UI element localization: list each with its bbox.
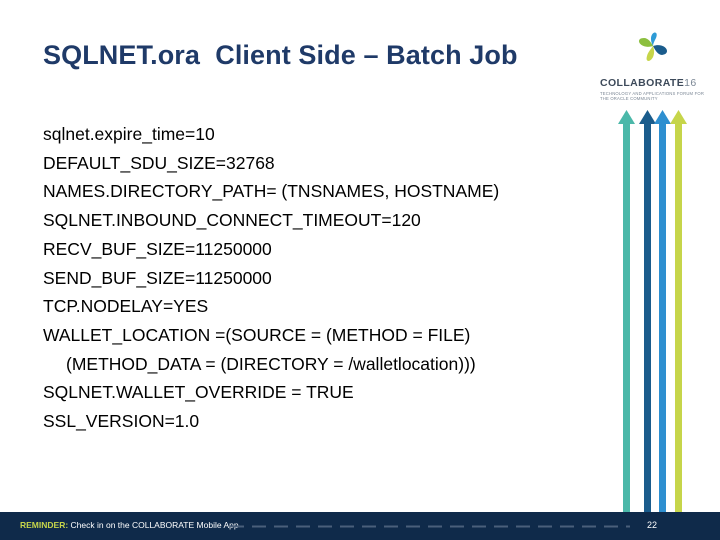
page-number: 22 (647, 520, 658, 530)
decorative-arrows (618, 110, 687, 512)
footer-bar: REMINDER: Check in on the COLLABORATE Mo… (0, 512, 720, 540)
arrow-up-icon (618, 110, 635, 512)
collaborate-logo-icon (630, 24, 676, 70)
arrow-up-icon (639, 110, 656, 512)
arrow-up-icon (654, 110, 671, 512)
config-line: SQLNET.WALLET_OVERRIDE = TRUE (43, 382, 354, 403)
config-line: RECV_BUF_SIZE=11250000 (43, 238, 272, 259)
logo-number: 16 (684, 77, 697, 89)
config-line: sqlnet.expire_time=10 (43, 124, 215, 144)
footer-reminder: REMINDER: Check in on the COLLABORATE Mo… (20, 520, 239, 530)
config-line: SQLNET.INBOUND_CONNECT_TIMEOUT=120 (43, 210, 421, 231)
logo-name: COLLABORATE (600, 77, 685, 89)
config-line: NAMES.DIRECTORY_PATH= (TNSNAMES, HOSTNAM… (43, 181, 500, 202)
reminder-label: REMINDER: (20, 520, 69, 530)
footer-dash-line (230, 525, 630, 528)
logo-wordmark: COLLABORATE16 (600, 77, 712, 89)
config-line: WALLET_LOCATION =(SOURCE = (METHOD = FIL… (43, 324, 471, 345)
logo-tagline: TECHNOLOGY AND APPLICATIONS FORUM FOR TH… (600, 91, 705, 101)
config-lines: sqlnet.expire_time=10 DEFAULT_SDU_SIZE=3… (43, 120, 603, 436)
reminder-message: Check in on the COLLABORATE Mobile App (70, 520, 239, 530)
config-line: SSL_VERSION=1.0 (43, 411, 200, 432)
slide-title: SQLNET.ora Client Side – Batch Job (43, 40, 518, 70)
config-line: SEND_BUF_SIZE=11250000 (43, 267, 272, 288)
config-line: TCP.NODELAY=YES (43, 296, 209, 317)
config-line: (METHOD_DATA = (DIRECTORY = /walletlocat… (66, 353, 476, 374)
config-line: DEFAULT_SDU_SIZE=32768 (43, 152, 275, 173)
arrow-up-icon (670, 110, 687, 512)
